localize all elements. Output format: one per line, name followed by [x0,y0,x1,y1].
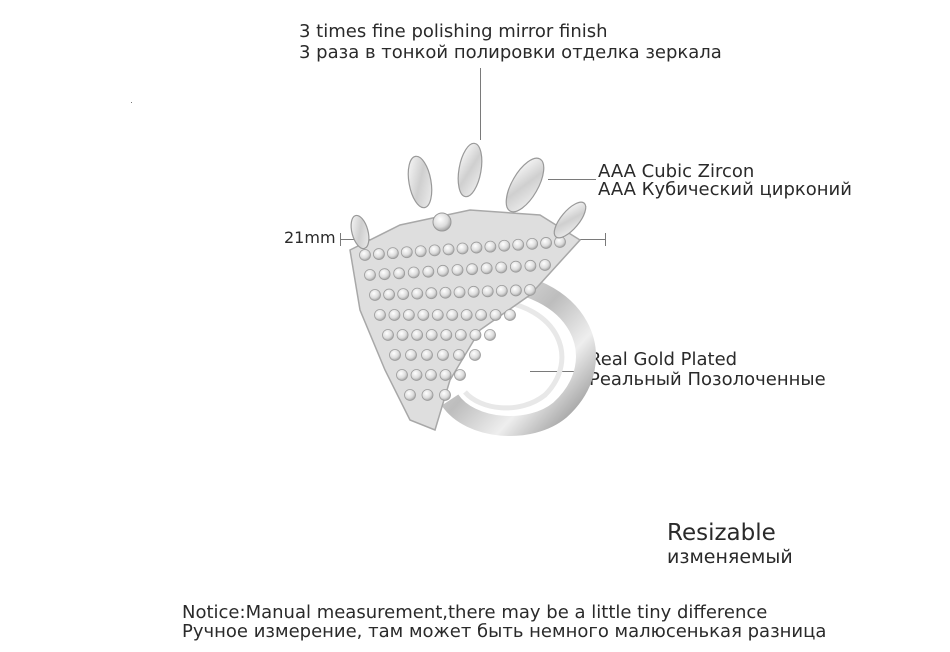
width-tick-right [605,233,606,246]
pave-stone [446,309,459,321]
pave-stone [495,261,508,274]
width-tick-left [340,233,341,246]
pave-stone [453,286,466,299]
width-callout: 21mm [284,228,336,247]
pave-stone [539,259,551,271]
pave-stone [374,309,386,321]
resizable-title-en: Resizable [667,520,776,546]
pave-stone [524,259,537,272]
pave-stone [460,309,473,321]
pave-stone [440,329,453,341]
pave-stone [439,286,452,299]
pave-stone [388,309,401,321]
ring-product-image [349,142,596,436]
pave-stone [425,369,437,381]
pave-stones [359,236,566,401]
pave-stone [431,309,444,321]
pave-stone [411,329,424,341]
pave-stone [439,369,452,381]
pave-stone [378,268,391,281]
pave-stone [389,349,401,361]
stray-dot [131,102,132,103]
pave-stone [481,285,494,298]
pave-stone [469,329,482,341]
pave-stone [402,309,415,321]
pave-stone [437,349,449,361]
notice-en: Notice:Manual measurement,there may be a… [182,602,768,623]
pave-stone [428,244,441,257]
pave-stone [411,287,424,300]
pave-stone [410,369,423,381]
pave-stone [373,248,385,260]
pave-stone [407,266,420,279]
pave-stone [442,243,455,256]
pave-stone [364,269,376,281]
polish-callout-ru: 3 раза в тонкой полировки отделка зеркал… [299,42,722,63]
pave-stone [470,241,483,254]
pave-stone [417,309,430,321]
pave-stone [454,369,466,381]
pave-stone [393,267,406,280]
pave-stone [397,288,410,300]
pave-stone [495,285,508,297]
pave-stone [467,285,480,298]
resizable-title-ru: изменяемый [667,546,793,568]
pave-stone [396,369,408,381]
pave-stone [421,349,433,361]
pave-stone [510,284,522,297]
polish-leader-line [480,68,481,140]
zircon-callout-en: AAA Cubic Zircon [598,161,755,182]
pave-stone [480,262,493,275]
pave-stone [383,288,395,301]
pave-stone [454,329,467,341]
ring-band [441,270,596,436]
pave-stone [425,287,438,300]
pave-stone [504,309,516,321]
marquise-stones [350,142,587,250]
pave-stone [498,239,511,252]
pave-stone [404,389,416,401]
pave-stone [509,260,522,273]
pave-stone [382,329,394,341]
pave-stone [526,237,539,250]
pave-stone [489,309,502,321]
pave-stone [437,264,449,277]
pave-stone [484,329,496,341]
pave-stone [469,349,481,361]
pave-stone [484,240,497,253]
pave-stone [439,389,451,401]
zircon-leader-line [548,179,596,180]
polish-callout-en: 3 times fine polishing mirror finish [299,21,608,42]
pave-stone [524,284,536,296]
gold-callout-en: Real Gold Plated [589,349,738,370]
pave-stone [466,263,478,276]
pave-stone [425,329,438,341]
pave-stone [386,247,399,260]
pave-stone [421,389,434,401]
pave-stone [453,349,465,361]
pave-stone [400,246,413,259]
pave-stone [540,237,552,249]
notice-ru: Ручное измерение, там может быть немного… [182,621,827,642]
pave-stone [456,242,469,255]
pave-stone [422,265,435,278]
pave-stone [396,329,409,341]
pave-stone [414,245,427,258]
pave-stone [512,238,525,251]
pave-stone [359,249,371,261]
pave-stone [369,289,381,301]
gold-callout-ru: Реальный Позолоченные [589,369,826,390]
pave-stone [451,264,464,276]
pave-stone [405,349,417,361]
pave-stone [475,309,488,321]
zircon-callout-ru: AAA Кубический цирконий [598,179,852,200]
